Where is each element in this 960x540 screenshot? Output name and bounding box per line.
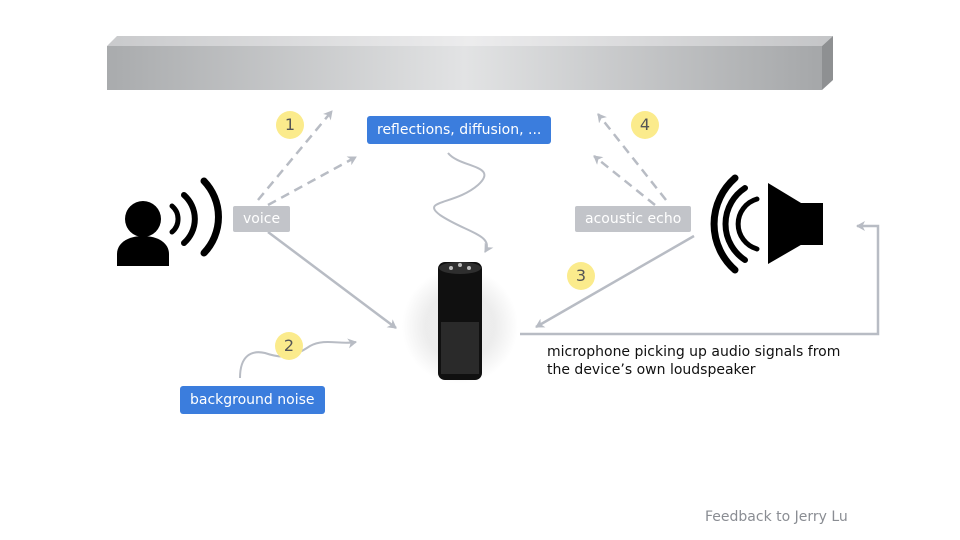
voice-reflection-arrow-1: [257, 110, 333, 201]
marker-2: 2: [275, 332, 303, 360]
marker-3: 3: [567, 262, 595, 290]
echo-reflection-arrow-2: [593, 155, 656, 206]
caption-line-2: the device’s own loudspeaker: [547, 362, 756, 378]
loopback-arrow: [520, 221, 880, 336]
feedback-credit: Feedback to Jerry Lu: [705, 509, 848, 525]
person-speaking-icon: [117, 177, 222, 266]
echo-direct-arrow: [535, 234, 695, 329]
acoustic-echo-label: acoustic echo: [575, 206, 692, 232]
marker-1: 1: [276, 111, 304, 139]
voice-label: voice: [233, 206, 291, 232]
smart-speaker-device-icon: [402, 262, 518, 384]
voice-reflection-arrow-2: [267, 155, 357, 207]
ceiling-surface-icon: [107, 36, 833, 90]
loudspeaker-icon: [710, 174, 823, 274]
background-noise-label: background noise: [180, 386, 325, 414]
marker-4: 4: [631, 111, 659, 139]
reflection-squiggle-arrow: [433, 152, 494, 253]
caption-line-1: microphone picking up audio signals from: [547, 344, 841, 360]
loopback-caption: microphone picking up audio signals from…: [547, 343, 877, 379]
reflections-label: reflections, diffusion, ...: [367, 116, 552, 144]
voice-direct-arrow: [267, 231, 397, 329]
echo-reflection-arrow-1: [597, 113, 667, 201]
